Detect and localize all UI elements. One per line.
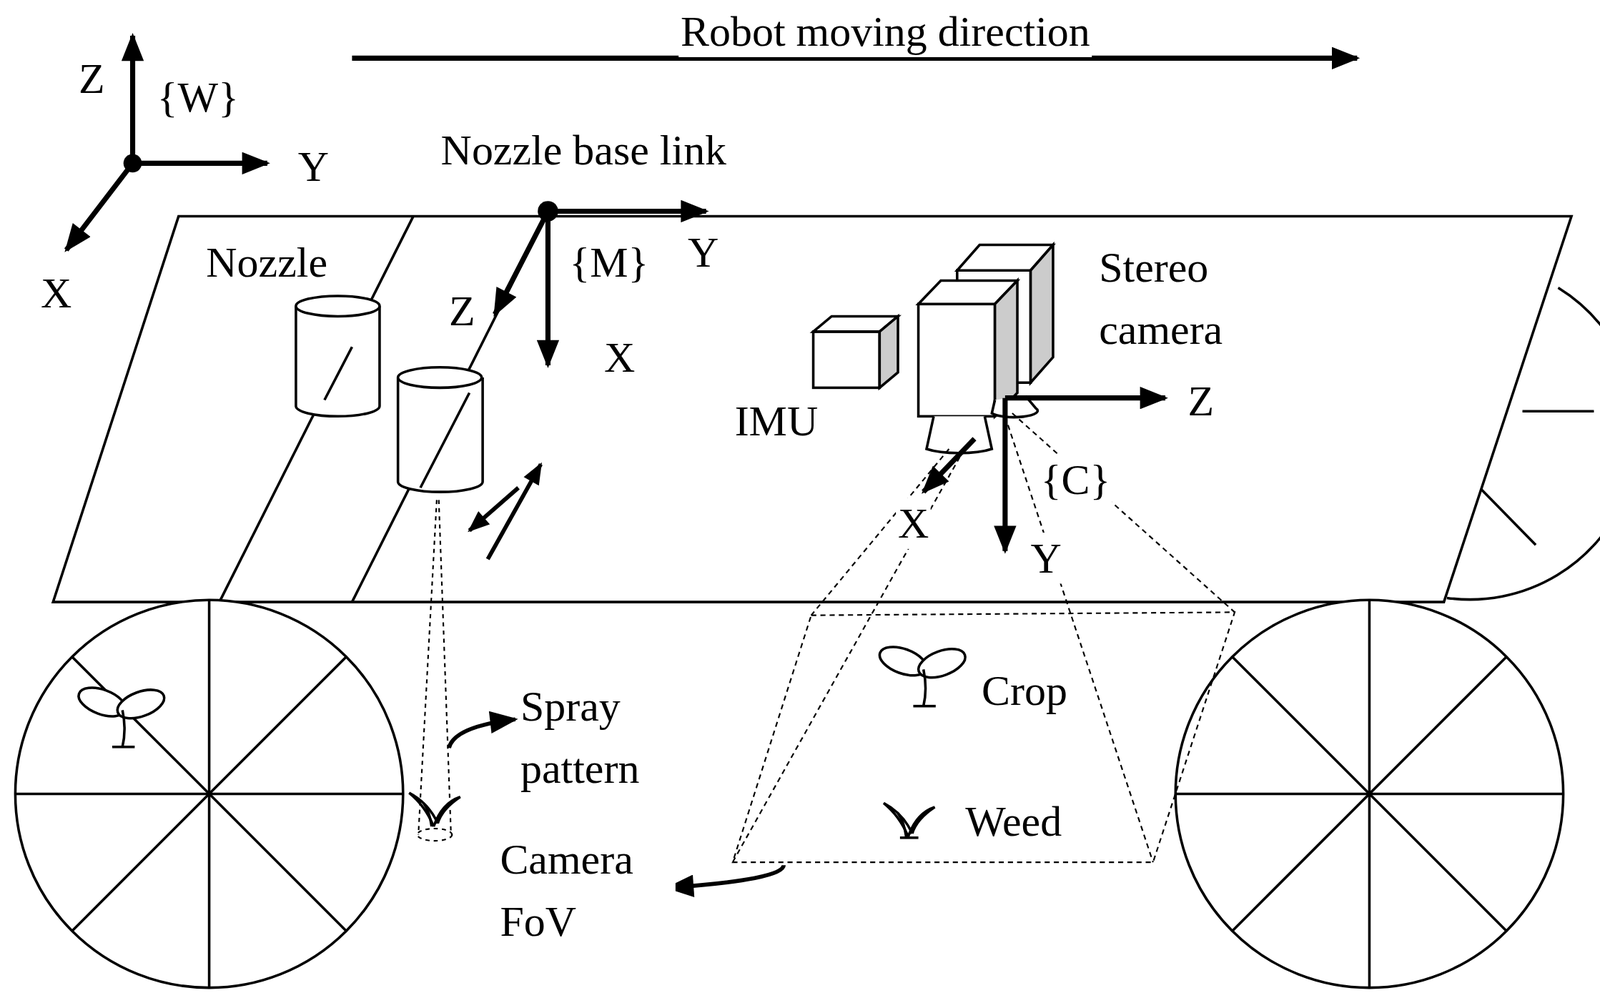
platform: [52, 216, 1572, 603]
wheel: [15, 599, 403, 988]
label: Weed: [963, 795, 1064, 848]
label: Z: [1186, 375, 1217, 427]
label: {C}: [1038, 453, 1113, 506]
imu-symbol: [813, 315, 898, 388]
label: {M}: [567, 236, 652, 289]
label: Nozzle base link: [438, 124, 729, 176]
label: Z: [446, 285, 477, 338]
label: X: [895, 498, 931, 550]
label: X: [601, 331, 637, 384]
label: Robot moving direction: [678, 6, 1092, 58]
label: X: [38, 267, 74, 319]
label: IMU: [732, 396, 821, 448]
label: Y: [1028, 532, 1064, 585]
leader-arrow: [448, 719, 516, 748]
label: Spray pattern: [518, 675, 696, 800]
label: Stereo camera: [1096, 236, 1269, 362]
camera-fov: [732, 413, 1235, 863]
label: Y: [295, 140, 332, 193]
label: Camera FoV: [498, 828, 676, 953]
label: Z: [76, 52, 107, 105]
crop-symbol: [875, 641, 969, 707]
weed-symbol: [408, 792, 460, 827]
spray-pattern: [417, 499, 453, 841]
label: Crop: [979, 665, 1070, 718]
wheel: [1175, 599, 1563, 988]
weed-symbol: [883, 802, 935, 838]
label: Nozzle: [203, 236, 329, 289]
nozzle-frame: [494, 210, 706, 366]
label: Y: [685, 226, 721, 279]
camera-frame: [923, 398, 1166, 552]
stereo-camera: [918, 245, 1054, 454]
label: {W}: [155, 71, 241, 123]
leader-arrow: [668, 865, 784, 888]
crop-symbol: [75, 682, 169, 748]
